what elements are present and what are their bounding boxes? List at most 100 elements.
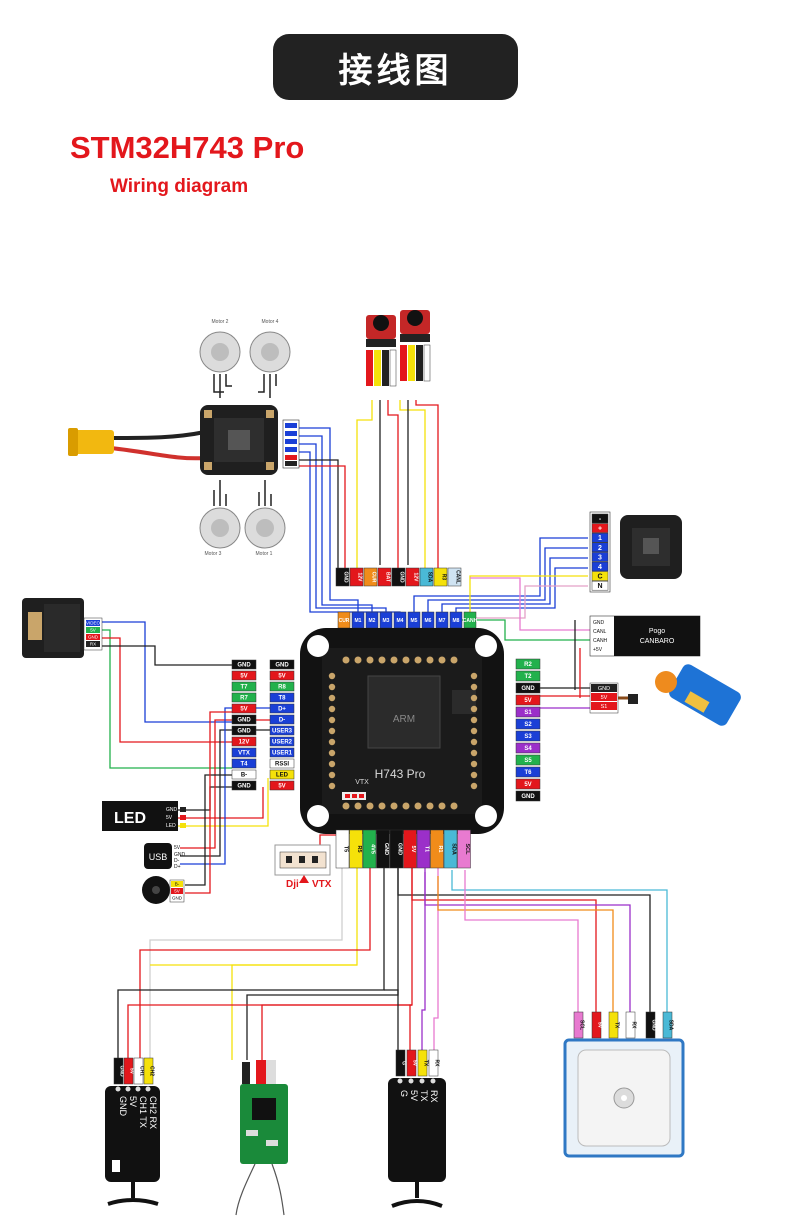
svg-text:R1: R1	[437, 845, 443, 852]
svg-text:RX: RX	[630, 1022, 636, 1030]
rx1-label-5v: 5V	[128, 1096, 138, 1107]
svg-text:5V: 5V	[278, 674, 285, 680]
usb-pin-dplus: D+	[174, 864, 181, 870]
svg-text:SCL: SCL	[578, 1020, 584, 1030]
rx3-label-tx: TX	[419, 1090, 429, 1102]
svg-text:SDA: SDA	[426, 572, 432, 583]
right-pad-1: T2	[515, 670, 541, 682]
bottom-pad-6: T1	[416, 829, 431, 869]
buzzer: B- 5V GND	[142, 876, 185, 904]
svg-text:SDA: SDA	[667, 1020, 673, 1031]
left-b-pad-8: USER1	[269, 747, 295, 758]
svg-text:3: 3	[598, 554, 602, 561]
motor-pad-4: M4	[393, 611, 407, 629]
right-pad-8: S5	[515, 754, 541, 766]
rx1-label-ch1: CH1 TX	[138, 1096, 148, 1128]
motor-pad-8: M8	[449, 611, 463, 629]
esc2-pad-6: C	[591, 571, 609, 581]
svg-text:5V: 5V	[524, 782, 531, 788]
esc-pad-0: GND	[335, 567, 350, 587]
bottom-pad-4: GND	[389, 829, 404, 869]
svg-text:CANL: CANL	[454, 570, 460, 584]
gps-plug-0: SCL	[573, 1011, 584, 1039]
svg-text:GND: GND	[237, 718, 251, 724]
svg-text:TX: TX	[422, 1060, 428, 1067]
svg-text:USER3: USER3	[272, 729, 293, 735]
svg-text:T4: T4	[240, 762, 248, 768]
svg-text:5V: 5V	[240, 674, 247, 680]
gps-plug-4: GND	[645, 1011, 656, 1039]
fc-model-label: H743 Pro	[375, 767, 426, 781]
left-a-pad-11: GND	[231, 780, 257, 791]
svg-text:S3: S3	[524, 734, 532, 740]
esc-pad-7: R3	[433, 567, 448, 587]
right-pad-7: S4	[515, 742, 541, 754]
svg-text:M4: M4	[397, 618, 404, 624]
mcu-chip-label: ARM	[393, 714, 415, 725]
left-b-pad-3: T8	[269, 692, 295, 703]
right-pad-10: 5V	[515, 778, 541, 790]
left-a-pad-0: GND	[231, 659, 257, 670]
svg-text:M7: M7	[439, 618, 446, 624]
motor-pad-0: CUR	[337, 611, 351, 629]
svg-text:GND: GND	[237, 784, 251, 790]
left-b-pad-4: D+	[269, 703, 295, 714]
canbaro-name2: CANBARO	[640, 638, 675, 645]
flight-controller: ARM H743 Pro VTX	[300, 628, 504, 834]
svg-text:R8: R8	[278, 685, 286, 691]
svg-text:M6: M6	[425, 618, 432, 624]
svg-text:RSSI: RSSI	[275, 762, 289, 768]
left-a-pad-6: GND	[231, 725, 257, 736]
svg-text:LED: LED	[276, 773, 289, 779]
servo-pin-gnd: GND	[598, 686, 610, 692]
svg-text:5V: 5V	[278, 784, 285, 790]
right-pad-2: GND	[515, 682, 541, 694]
usb-connector: USB 5V GND D- D+	[144, 843, 186, 870]
svg-text:GND: GND	[342, 571, 348, 583]
svg-text:D-: D-	[279, 718, 285, 724]
left-a-pad-4: 5V	[231, 703, 257, 714]
left-a-pad-2: T7	[231, 681, 257, 692]
right-pad-0: R2	[515, 658, 541, 670]
motor-pad-3: M3	[379, 611, 393, 629]
svg-text:5V: 5V	[524, 698, 531, 704]
rx3-plug-2: TX	[417, 1049, 428, 1077]
led-label: LED	[114, 810, 146, 827]
canbaro-name1: Pogo	[649, 628, 665, 635]
left-b-pad-5: D-	[269, 714, 295, 725]
svg-text:M8: M8	[453, 618, 460, 624]
usb-pin-5v: 5V	[174, 845, 181, 851]
svg-text:CUR: CUR	[339, 618, 350, 624]
left-a-pad-5: GND	[231, 714, 257, 725]
svg-text:+: +	[598, 526, 602, 533]
left-b-pad-7: USER2	[269, 736, 295, 747]
left-a-pad-10: B-	[231, 769, 257, 780]
esc2-pad-3: 2	[591, 542, 609, 553]
svg-text:USER1: USER1	[272, 751, 293, 757]
esc-pad-2: CUR	[363, 567, 378, 587]
svg-text:S2: S2	[524, 722, 532, 728]
motor-3-label: Motor 3	[205, 551, 222, 557]
svg-text:5V: 5V	[128, 1068, 134, 1075]
left-b-pad-10: LED	[269, 769, 295, 780]
right-pad-4: S1	[515, 706, 541, 718]
svg-text:RX: RX	[433, 1060, 439, 1068]
left-a-pad-8: VTX	[231, 747, 257, 758]
svg-text:S5: S5	[524, 758, 532, 764]
svg-text:GND: GND	[275, 663, 289, 669]
svg-text:-: -	[599, 516, 602, 523]
vtx-pin-rx: RX	[90, 642, 96, 647]
left-b-pad-6: USER3	[269, 725, 295, 736]
dji-vtx-connector: Dji VTX	[274, 844, 332, 890]
camera-right	[400, 310, 431, 382]
svg-text:M1: M1	[355, 618, 362, 624]
svg-text:12V: 12V	[412, 573, 418, 583]
fc-vtx-label: VTX	[355, 779, 369, 786]
vtx-pin-video: VIDEO	[86, 621, 101, 626]
